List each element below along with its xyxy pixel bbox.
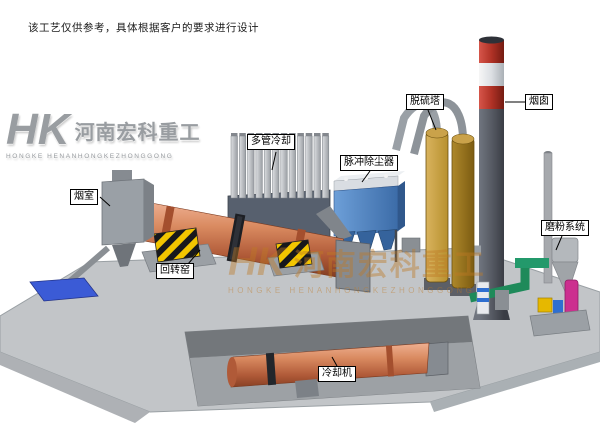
cooler: [227, 341, 449, 398]
disclaimer-text: 该工艺仅供参考，具体根据客户的要求进行设计: [28, 22, 259, 34]
desulfurization-towers: [424, 127, 476, 296]
brand-name-en: HONGKE HENANHONGKEZHONGGONG: [6, 153, 174, 160]
blue-pad: [29, 277, 99, 302]
brand-hk-monogram: HK: [6, 105, 70, 154]
brand-name-cn: 河南宏科重工: [74, 121, 201, 144]
label-pulse-dust-collector: 脉冲除尘器: [340, 155, 398, 171]
label-chimney: 烟囱: [525, 94, 553, 110]
label-desulfurization-tower: 脱硫塔: [406, 94, 444, 110]
grinding-system: [469, 151, 591, 337]
label-leader-lines: [99, 101, 563, 367]
label-smoke-chamber: 烟室: [70, 189, 98, 205]
label-multi-tube-cooler: 多管冷却: [247, 134, 295, 150]
label-grinding-system: 磨粉系统: [541, 220, 589, 236]
label-rotary-kiln: 回转窑: [156, 263, 194, 279]
chimney: [473, 36, 510, 320]
brand-logo: HK 河南宏科重工 HONGKE HENANHONGKEZHONGGONG: [6, 105, 201, 161]
label-cooler: 冷却机: [318, 366, 356, 382]
smoke-chamber: [60, 170, 154, 291]
